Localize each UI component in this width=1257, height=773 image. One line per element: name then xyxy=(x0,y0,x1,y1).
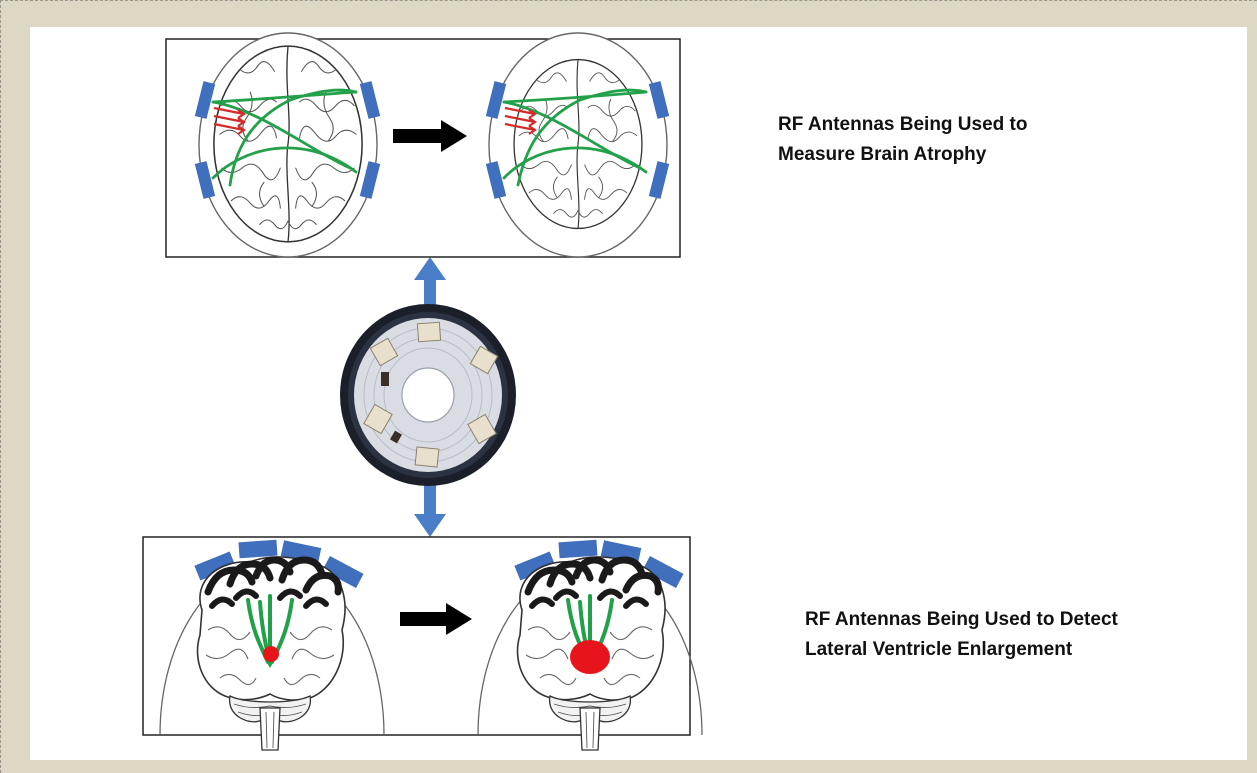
right-arrow-icon xyxy=(393,120,467,152)
caption-brain-atrophy: RF Antennas Being Used to Measure Brain … xyxy=(778,110,1027,170)
ventricle-panel xyxy=(142,536,703,750)
ventricle-enlarged xyxy=(570,640,610,674)
head-after-atrophy xyxy=(485,32,670,258)
antenna-ring-device xyxy=(340,304,516,486)
ventricle-small xyxy=(263,646,279,662)
right-arrow-icon xyxy=(400,603,472,635)
down-arrow-icon xyxy=(414,476,446,537)
head-after-enlargement xyxy=(477,539,703,750)
caption-line: Lateral Ventricle Enlargement xyxy=(805,639,1073,660)
caption-ventricle-enlargement: RF Antennas Being Used to Detect Lateral… xyxy=(805,605,1118,665)
head-before-enlargement xyxy=(159,539,385,750)
atrophy-panel xyxy=(165,32,681,258)
up-arrow-icon xyxy=(414,257,446,312)
caption-line: Measure Brain Atrophy xyxy=(778,144,987,165)
caption-line: RF Antennas Being Used to xyxy=(778,114,1028,135)
head-before-atrophy xyxy=(194,32,381,258)
caption-line: RF Antennas Being Used to Detect xyxy=(805,609,1118,630)
